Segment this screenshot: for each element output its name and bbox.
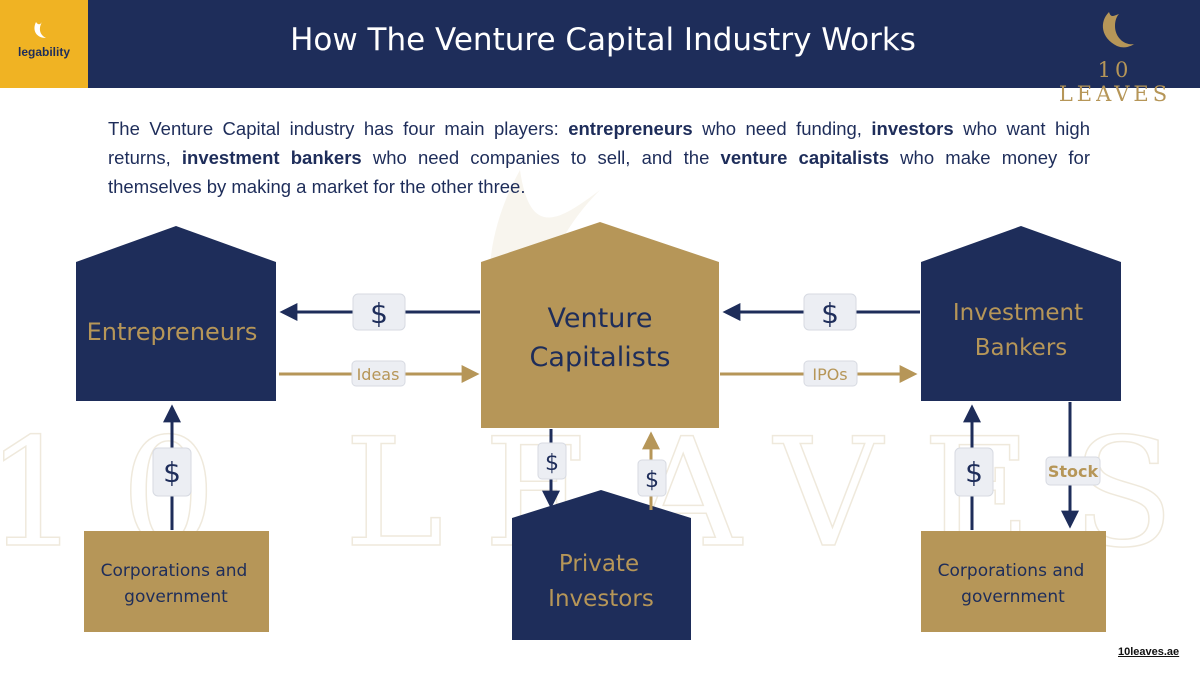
intro-paragraph: The Venture Capital industry has four ma… [108,114,1090,201]
ipos-label: IPOs [812,365,847,384]
ideas-label: Ideas [357,365,400,384]
logo-wordmark: 10 LEAVES [1058,58,1172,106]
entrepreneurs-label: Entrepreneurs [87,318,258,346]
corporations-box-left [84,531,269,632]
corp-left-line2: government [124,587,228,607]
vc-label-line2: Capitalists [530,342,671,373]
keyword-entrepreneurs: entrepreneurs [568,118,693,139]
page-title: How The Venture Capital Industry Works [290,22,916,58]
chip-dollar-2 [803,293,857,331]
chip-dollar-6 [954,447,994,497]
keyword-venture-capitalists: venture capitalists [720,147,890,168]
dollar-label: $ [965,456,983,489]
corp-right-line2: government [961,587,1065,607]
intro-text: who make money for themselves by making … [108,147,1090,197]
intro-text: The Venture Capital industry has four ma… [108,118,569,139]
ten-leaves-logo[interactable]: 10 LEAVES [1040,6,1190,106]
chip-dollar-5 [637,459,667,497]
keyword-investment-bankers: investment bankers [181,147,362,168]
leaf-icon [34,22,46,38]
venture-capitalists-house [481,222,719,428]
chip-ipos [803,360,858,387]
header-bar: legability How The Venture Capital Indus… [0,0,1200,106]
chip-ideas [351,360,406,387]
ib-label-line2: Bankers [975,335,1068,361]
chip-dollar-1 [352,293,406,331]
keyword-investors: investors [871,118,954,139]
dollar-label: $ [163,456,181,489]
chip-dollar-3 [152,447,192,497]
legability-logo[interactable]: legability [0,0,88,88]
chip-dollar-4 [537,442,567,480]
entrepreneurs-house [76,226,276,401]
intro-text: who need companies to sell, and the [361,147,721,168]
corp-right-line1: Corporations and [938,561,1085,581]
intro-text: who want high returns, [108,118,1090,168]
chip-stock [1045,456,1101,486]
private-investors-house [512,490,691,640]
vc-label-line1: Venture [548,303,653,334]
dollar-label: $ [821,297,839,330]
dollar-label: $ [545,451,559,476]
corporations-box-right [921,531,1106,632]
intro-text: who need funding, [692,118,872,139]
stock-label: Stock [1048,462,1099,481]
pi-label-line2: Investors [548,586,654,612]
ib-label-line1: Investment [953,300,1083,326]
leaf-icon [1102,12,1135,48]
pi-label-line1: Private [559,551,639,577]
website-link[interactable]: 10leaves.ae [1118,646,1180,658]
brand-name: legability [17,45,70,59]
dollar-label: $ [645,468,659,493]
investment-bankers-house [921,226,1121,401]
corp-left-line1: Corporations and [101,561,248,581]
dollar-label: $ [370,297,388,330]
